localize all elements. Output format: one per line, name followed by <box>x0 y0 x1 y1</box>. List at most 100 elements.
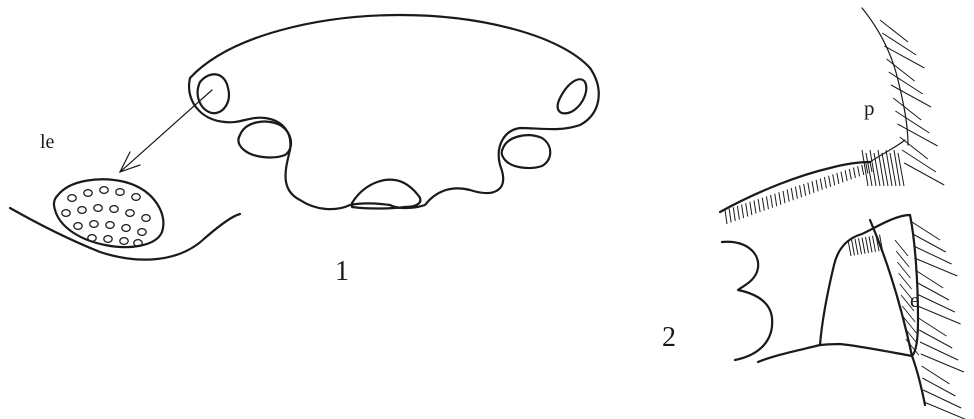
seta-hatch <box>824 177 826 188</box>
seta-hatch <box>791 188 793 200</box>
eye-facet <box>88 235 96 242</box>
eye-facet <box>68 195 76 202</box>
seta-hatch <box>841 172 843 183</box>
eye-facet <box>78 207 86 214</box>
seta-long <box>922 378 955 396</box>
seta-hatch <box>816 180 818 191</box>
seta-long <box>913 234 946 252</box>
eye-facet <box>122 225 130 232</box>
seta-long <box>912 222 940 240</box>
seta-long <box>916 282 949 300</box>
seta-hatch <box>855 239 858 255</box>
seta-hatch <box>870 162 872 172</box>
eye-facet <box>116 189 124 196</box>
label-figure-2: 2 <box>662 324 676 352</box>
seta-hatch <box>750 202 752 215</box>
seta-long <box>891 85 931 107</box>
seta-hatch <box>845 170 847 181</box>
seta-long <box>887 59 915 81</box>
seta-hatch <box>808 183 810 195</box>
seta-hatch <box>852 239 855 255</box>
seta-hatch <box>771 195 773 208</box>
eye-facet <box>90 221 98 228</box>
seta-hatch <box>742 205 744 219</box>
seta-hatch <box>766 196 768 209</box>
seta-hatch <box>762 198 764 211</box>
seta-hatch <box>737 206 739 220</box>
eye-facet <box>138 229 146 236</box>
eye-facet <box>104 236 112 243</box>
figure-2-lower-sclerite <box>758 215 925 405</box>
eye-facet <box>126 210 134 217</box>
seta-hatch <box>804 184 806 196</box>
figure-2-upper-bristled-lobe <box>720 8 908 212</box>
seta-hatch <box>849 169 851 180</box>
figure-1-pointer-arrow <box>120 90 212 172</box>
eye-facet <box>142 215 150 222</box>
eye-facet <box>62 210 70 217</box>
seta-hatch <box>833 174 835 185</box>
seta-hatch <box>754 200 756 213</box>
seta-long <box>880 20 908 42</box>
figure-1-right-lateral-eye <box>558 79 587 113</box>
seta-hatch <box>746 203 748 216</box>
seta-hatch <box>862 238 865 254</box>
enlarged-lateral-eye-facets <box>62 187 150 247</box>
seta-long <box>902 150 936 172</box>
seta-inner <box>896 251 909 267</box>
seta-inner <box>899 273 912 289</box>
eye-facet <box>100 187 108 194</box>
seta-long <box>882 33 916 55</box>
seta-long <box>922 366 950 384</box>
label-figure-1: 1 <box>335 258 349 286</box>
seta-hatch <box>873 236 876 252</box>
seta-hatch <box>787 189 789 201</box>
seta-hatch <box>829 176 831 187</box>
seta-long <box>893 98 921 120</box>
seta-long <box>919 330 952 348</box>
eye-facet <box>106 222 114 229</box>
seta-long <box>917 294 955 312</box>
seta-long <box>914 246 952 264</box>
seta-hatch <box>783 191 785 203</box>
seta-hatch <box>859 238 862 254</box>
seta-hatch <box>858 166 860 176</box>
seta-hatch <box>800 185 802 197</box>
seta-hatch <box>848 240 851 256</box>
eye-facet <box>110 206 118 213</box>
seta-hatch <box>820 178 822 189</box>
eye-facet <box>74 223 82 230</box>
seta-hatch <box>795 187 797 199</box>
eye-facet <box>84 190 92 197</box>
eye-facet <box>132 194 140 201</box>
seta-long <box>895 111 929 133</box>
seta-hatch <box>837 173 839 184</box>
seta-hatch <box>729 209 731 223</box>
seta-inner <box>897 262 910 278</box>
seta-hatch <box>725 210 727 224</box>
figure-1-right-antennal-socket <box>502 135 551 168</box>
seta-hatch <box>853 167 855 177</box>
enlarged-eye-curved-base-line <box>10 208 240 260</box>
figure-2-left-wavy-margin <box>722 242 772 360</box>
seta-hatch <box>862 165 864 175</box>
seta-hatch <box>775 194 777 207</box>
seta-hatch <box>779 192 781 205</box>
seta-long <box>923 390 961 408</box>
seta-long <box>904 163 944 185</box>
figure-1-left-antennal-socket <box>238 122 291 158</box>
seta-hatch <box>812 181 814 193</box>
seta-long <box>915 270 943 288</box>
seta-long <box>900 137 928 159</box>
label-le: le <box>40 132 54 152</box>
seta-inner <box>895 240 908 256</box>
eye-facet <box>94 205 102 212</box>
seta-hatch <box>866 237 869 253</box>
label-p: p <box>864 98 875 119</box>
seta-long <box>924 402 967 419</box>
seta-hatch <box>869 236 872 252</box>
figure-2-lower-setae <box>848 222 967 419</box>
seta-hatch <box>733 207 735 221</box>
